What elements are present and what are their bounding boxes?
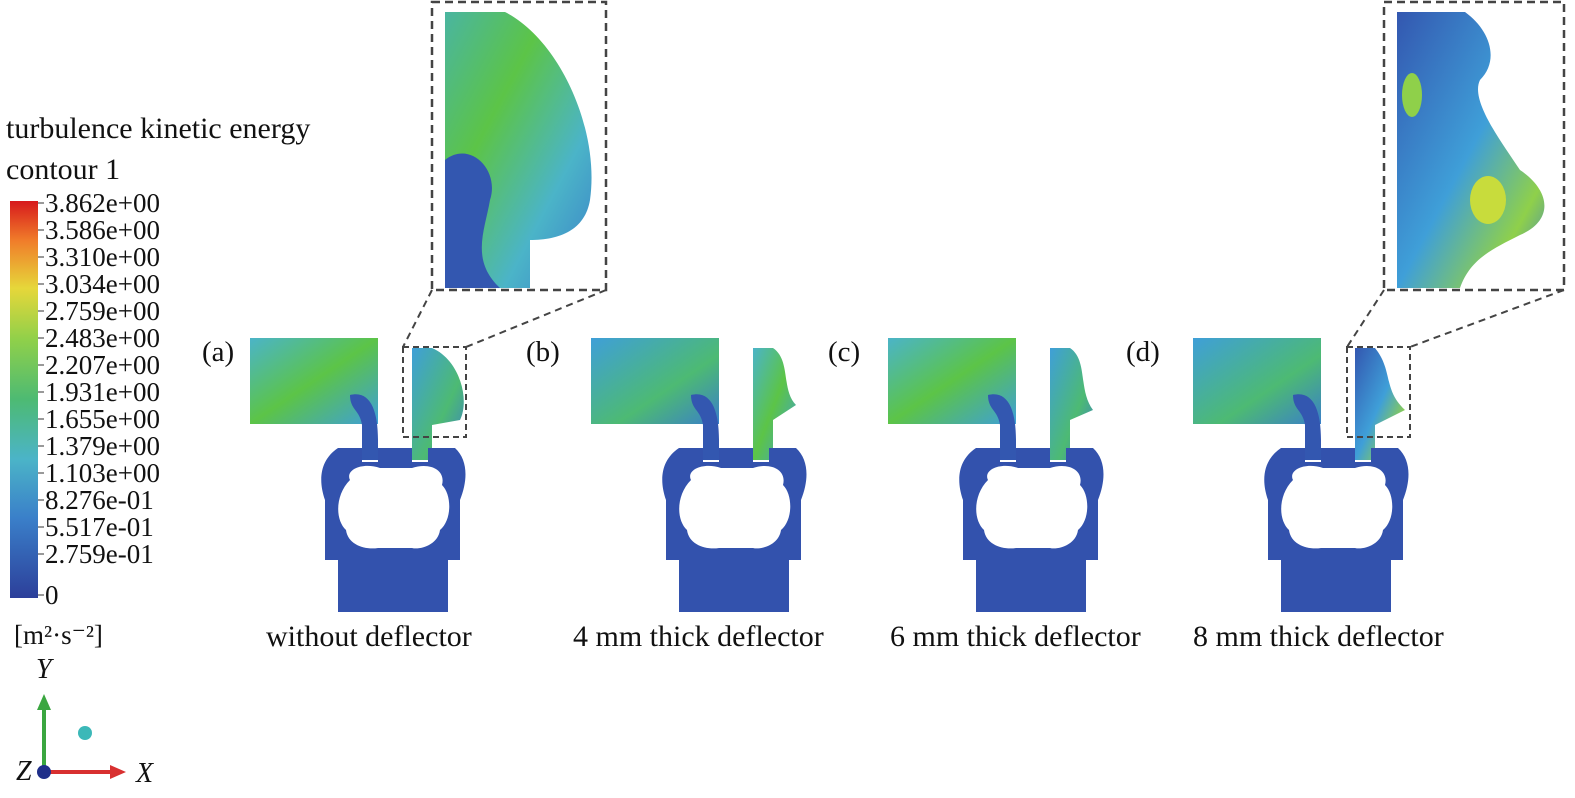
caption-d: 8 mm thick deflector xyxy=(1193,620,1444,653)
panel-label-b: (b) xyxy=(526,336,560,368)
axis-label-x: X xyxy=(136,758,154,789)
zoom-inset-d xyxy=(1346,0,1566,348)
legend-tick-label: 1.655e+00 xyxy=(45,404,160,434)
panel-label-c: (c) xyxy=(828,336,861,368)
legend-unit: [m²·s⁻²] xyxy=(14,620,103,650)
panel-c-contour xyxy=(888,338,1104,612)
legend-tick-label: 8.276e-01 xyxy=(45,485,154,515)
legend-tick-label: 2.207e+00 xyxy=(45,350,160,380)
zoom-inset-a xyxy=(402,0,608,348)
legend-tick-label: 2.759e+00 xyxy=(45,296,160,326)
legend-tick-label: 3.862e+00 xyxy=(45,188,160,218)
panel-d-contour xyxy=(1193,338,1409,612)
legend-tick-marks xyxy=(38,202,44,596)
legend-tick-label: 5.517e-01 xyxy=(45,512,154,542)
axis-triad xyxy=(37,694,126,779)
panel-b-contour xyxy=(591,338,807,612)
caption-b: 4 mm thick deflector xyxy=(573,620,824,653)
legend-tick-label: 0 xyxy=(45,580,59,610)
legend-tick-label: 3.310e+00 xyxy=(45,242,160,272)
zoom-source-box-a xyxy=(402,346,467,438)
legend-tick-label: 3.586e+00 xyxy=(45,215,160,245)
panel-label-a: (a) xyxy=(202,336,235,368)
panel-a-contour xyxy=(250,338,466,612)
axis-label-y: Y xyxy=(36,654,52,685)
legend-tick-label: 2.759e-01 xyxy=(45,539,154,569)
legend-tick-label: 2.483e+00 xyxy=(45,323,160,353)
caption-c: 6 mm thick deflector xyxy=(890,620,1141,653)
legend-title-line2: contour 1 xyxy=(6,153,121,186)
legend-tick-label: 1.931e+00 xyxy=(45,377,160,407)
legend-color-bar xyxy=(10,201,38,598)
panel-label-d: (d) xyxy=(1126,336,1160,368)
legend-tick-label: 1.379e+00 xyxy=(45,431,160,461)
zoom-source-box-d xyxy=(1346,346,1411,438)
axis-label-z: Z xyxy=(16,756,32,787)
caption-a: without deflector xyxy=(266,620,472,653)
legend-tick-label: 3.034e+00 xyxy=(45,269,160,299)
legend-title-line1: turbulence kinetic energy xyxy=(6,112,311,145)
legend-tick-label: 1.103e+00 xyxy=(45,458,160,488)
